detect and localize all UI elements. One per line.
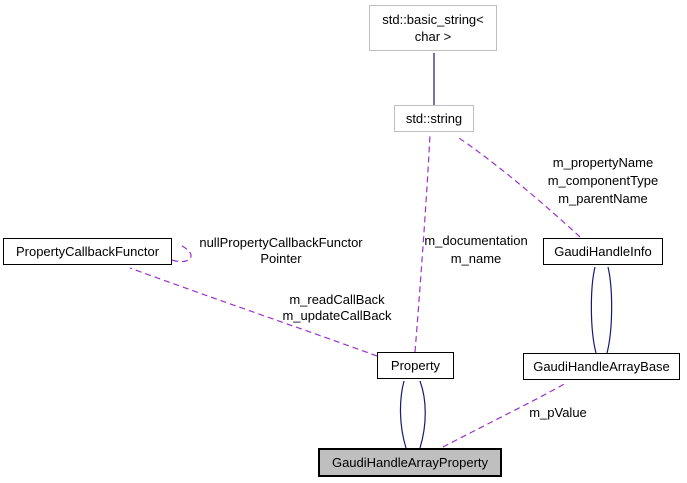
edge-arrayproperty-to-property-right (419, 380, 426, 449)
node-std-string-label: std::string (405, 111, 463, 126)
label-documentation-name: m_documentation m_name (421, 232, 531, 268)
node-gaudi-handle-info[interactable]: GaudiHandleInfo (543, 238, 663, 265)
edge-arraybase-to-info-left (590, 266, 597, 354)
node-gaudi-handle-array-property: GaudiHandleArrayProperty (318, 448, 502, 477)
label-property-component-parent-names: m_propertyName m_componentType m_parentN… (545, 154, 661, 208)
edge-property-uses-functor (129, 267, 378, 357)
edge-property-uses-string (414, 133, 431, 353)
label-property-name: m_propertyName (552, 155, 654, 170)
label-null-functor-line2: Pointer (260, 251, 302, 266)
label-parent-name: m_parentName (558, 191, 648, 206)
node-gaudi-handle-array-property-label: GaudiHandleArrayProperty (331, 455, 489, 470)
label-read-callback: m_readCallBack (289, 292, 385, 307)
label-documentation: m_documentation (424, 233, 528, 248)
node-std-basic-string: std::basic_string< char > (369, 5, 497, 51)
edge-info-uses-string (455, 135, 581, 238)
edge-arrayproperty-uses-arraybase (442, 382, 567, 448)
node-property[interactable]: Property (377, 352, 454, 379)
label-null-property-callback-functor-pointer: nullPropertyCallbackFunctor Pointer (194, 235, 368, 267)
label-name: m_name (450, 251, 502, 266)
node-gaudi-handle-array-base-label: GaudiHandleArrayBase (533, 359, 670, 374)
node-gaudi-handle-info-label: GaudiHandleInfo (554, 244, 652, 259)
node-std-string: std::string (394, 105, 474, 132)
label-update-callback: m_updateCallBack (282, 308, 392, 323)
edge-arraybase-to-info-right (606, 266, 613, 354)
edge-functor-self-loop (171, 243, 192, 263)
node-property-callback-functor-label: PropertyCallbackFunctor (15, 244, 160, 259)
node-gaudi-handle-array-base[interactable]: GaudiHandleArrayBase (523, 353, 680, 380)
node-std-basic-string-line2: char > (414, 29, 452, 44)
node-property-callback-functor[interactable]: PropertyCallbackFunctor (3, 238, 172, 265)
label-m-pvalue: m_pValue (526, 404, 590, 421)
label-m-pvalue-text: m_pValue (529, 405, 587, 420)
node-std-basic-string-line1: std::basic_string< (382, 12, 484, 27)
label-read-update-callbacks: m_readCallBack m_updateCallBack (280, 292, 394, 324)
node-property-label: Property (390, 358, 441, 373)
label-null-functor-line1: nullPropertyCallbackFunctor (199, 235, 363, 250)
edge-arrayproperty-to-property-left (399, 380, 407, 449)
label-component-type: m_componentType (547, 173, 659, 188)
